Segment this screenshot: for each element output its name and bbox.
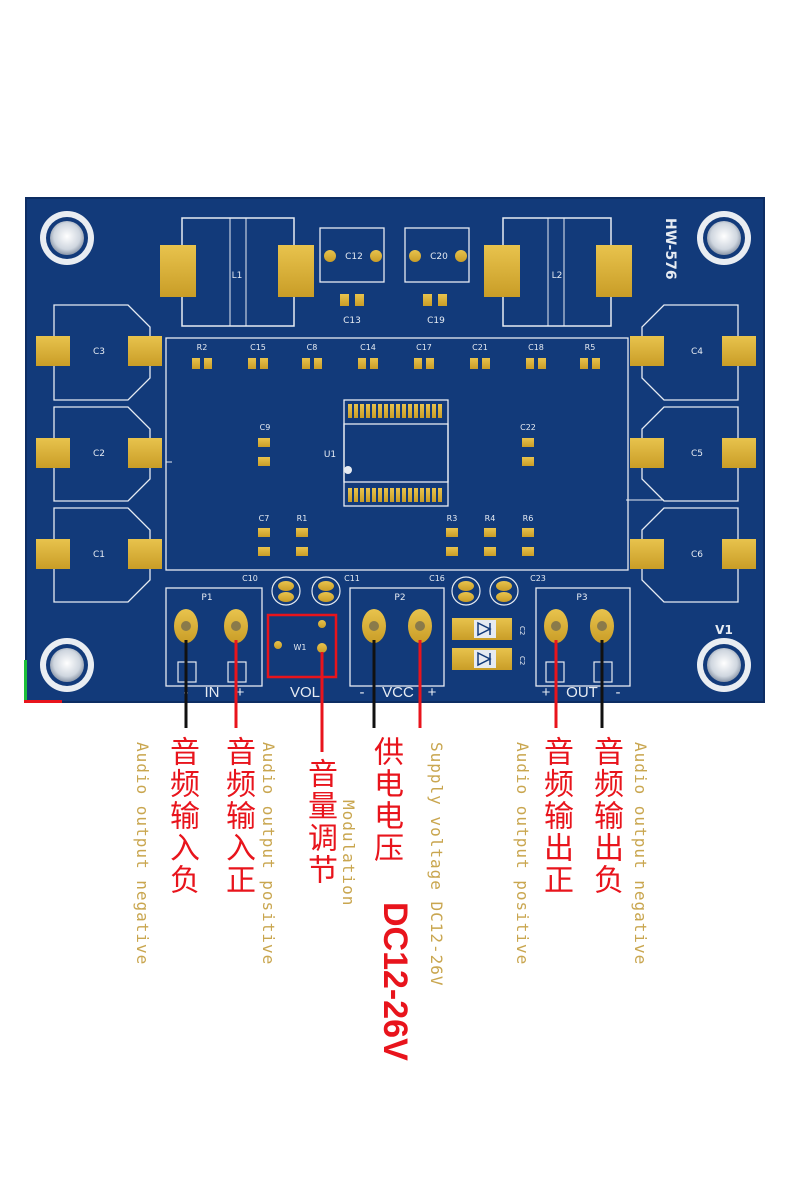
label-c4: C4 [691,347,703,357]
label-c1: C1 [93,550,105,560]
label-c8: C8 [307,343,318,352]
annotation-volume-cn: 音量调节 [302,758,337,886]
mounting-hole-top-right [697,211,751,265]
label-c10: C10 [242,574,258,583]
label-c7: C7 [259,514,270,523]
label-r5: R5 [585,343,596,352]
inductor-l1: L1 [160,217,314,327]
capacitor-c13: C13 [340,294,364,326]
terminal-p2-vcc: P2 [349,587,445,687]
capacitor-c6: C6 [630,507,756,603]
silk-in-label: IN [205,684,220,701]
silk-in-plus: + [236,684,245,701]
annotation-vcc-en: Supply voltage DC12-26V [427,742,446,987]
annotation-in-negative-cn: 音频输入负 [164,736,199,896]
capacitor-c10: C10 [242,574,301,606]
label-r3: R3 [447,514,458,523]
silk-out-label: OUT [566,684,598,701]
label-c13: C13 [343,316,361,326]
label-r1: R1 [297,514,308,523]
capacitor-c12: C12 [319,227,385,283]
silk-out-plus: + [542,684,551,701]
capacitor-c19: C19 [423,294,447,326]
capacitor-c2: C2 [36,406,162,502]
capacitor-c9: C9 [258,423,270,466]
label-c12: C12 [345,252,363,262]
annotation-out-positive-cn: 音频输出正 [538,736,573,896]
mounting-hole-bottom-left [40,638,94,692]
label-c20: C20 [430,252,448,262]
label-r6: R6 [523,514,534,523]
label-c17: C17 [416,343,432,352]
potentiometer-w1: W1 [266,613,338,679]
annotation-out-negative-en: Audio output negative [631,742,650,966]
mounting-hole-top-left [40,211,94,265]
label-p2: P2 [394,593,405,603]
label-u1: U1 [324,450,336,460]
label-c14: C14 [360,343,376,352]
annotation-in-negative-en: Audio output negative [133,742,152,966]
label-l1: L1 [232,271,243,281]
capacitor-c16: C16 [429,574,481,606]
label-c23: C23 [530,574,546,583]
label-c9: C9 [260,423,271,432]
lower-smd-row: C7 R1 R3 R4 R6 [258,514,534,556]
label-c3: C3 [93,347,105,357]
label-p1: P1 [201,593,212,603]
terminal-p3-out: P3 [535,587,631,687]
label-c21: C21 [472,343,488,352]
label-l2: L2 [552,271,563,281]
capacitor-c22: C22 [520,423,536,466]
capacitor-c11: C11 [311,574,360,606]
annotation-vcc-cn: 供电电压 [368,736,403,864]
annotation-out-positive-en: Audio output positive [513,742,532,966]
ic-u1: U1 [324,399,449,507]
label-c22: C22 [520,423,536,432]
annotation-in-positive-en: Audio output positive [259,742,278,966]
label-c19: C19 [427,316,445,326]
board-model-label: HW-576 [662,218,678,280]
smd-component-row: R2 C15 C8 C14 C17 C21 C18 R5 [192,343,600,369]
capacitor-c5: C5 [630,406,756,502]
label-diode-2: C2 [518,656,526,665]
capacitor-c20: C20 [404,227,470,283]
label-w1: W1 [294,643,307,652]
annotation-vcc-dc: DC12-26V [376,902,414,1061]
label-c6: C6 [691,550,703,560]
label-c2: C2 [93,449,105,459]
capacitor-c23: C23 [489,574,546,606]
leader-wires [184,640,604,752]
label-c11: C11 [344,574,360,583]
label-c5: C5 [691,449,703,459]
annotation-in-positive-cn: 音频输入正 [220,736,255,896]
silk-vcc-label: VCC [382,684,414,701]
label-v1: V1 [715,623,733,637]
silk-vcc-plus: + [428,684,437,701]
silk-out-minus: - [616,684,621,701]
mounting-hole-bottom-right [697,638,751,692]
annotation-out-negative-cn: 音频输出负 [588,736,623,896]
capacitor-c3: C3 [36,304,162,401]
silk-vcc-minus: - [360,684,365,701]
annotation-volume-en: Modulation [339,800,358,907]
label-r4: R4 [485,514,496,523]
label-r2: R2 [197,343,208,352]
label-diode-1: C2 [518,626,526,635]
label-p3: P3 [576,593,587,603]
inductor-l2: L2 [484,217,632,327]
label-c15: C15 [250,343,266,352]
capacitor-c4: C4 [630,304,756,401]
silk-vol-label: VOL [290,684,320,701]
capacitor-c1: C1 [36,507,162,603]
label-c16: C16 [429,574,445,583]
diode-pair: C2 C2 [452,618,526,670]
label-c18: C18 [528,343,544,352]
